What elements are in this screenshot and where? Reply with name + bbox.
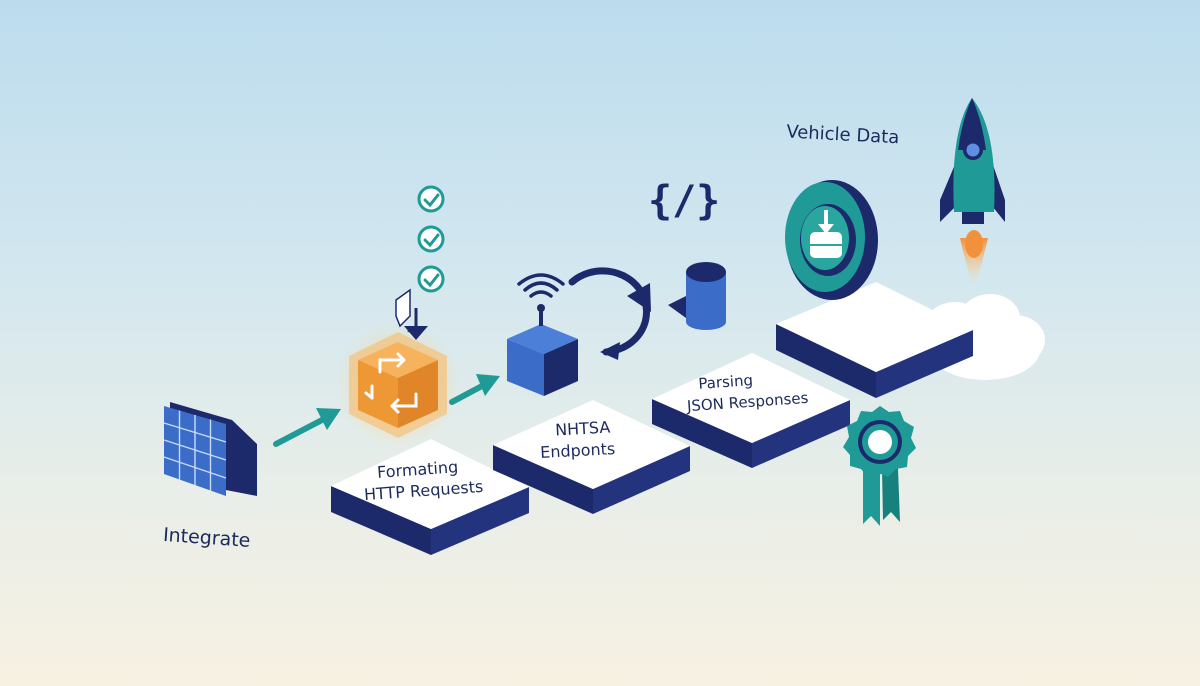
package-box-icon bbox=[336, 323, 460, 447]
step-platform-4 bbox=[776, 282, 973, 398]
wifi-signal-icon bbox=[517, 273, 565, 298]
cylinder-icon bbox=[668, 262, 726, 330]
step-platform-1 bbox=[331, 439, 529, 555]
vehicle-data-label: Vehicle Data bbox=[786, 121, 900, 148]
database-download-icon bbox=[785, 180, 878, 300]
refresh-cycle-icon bbox=[568, 267, 651, 360]
step-2-label-line-2: Endponts bbox=[540, 439, 616, 462]
step-platform-3 bbox=[652, 353, 850, 468]
step-3-label-line-1: Parsing bbox=[698, 371, 754, 393]
solar-panel-icon bbox=[163, 402, 257, 496]
arrow-right-icon bbox=[273, 408, 341, 447]
step-platform-2 bbox=[493, 400, 690, 514]
cursor-pointer-icon bbox=[395, 288, 428, 340]
code-braces-icon: {/} bbox=[648, 178, 720, 224]
rocket-icon bbox=[940, 98, 1005, 288]
api-cube-icon bbox=[507, 304, 578, 396]
checkmark-icon bbox=[417, 185, 445, 293]
step-2-label-line-1: NHTSA bbox=[555, 418, 611, 440]
arrow-right-icon bbox=[449, 374, 500, 405]
award-ribbon-icon bbox=[843, 406, 916, 526]
integrate-label: Integrate bbox=[162, 524, 251, 552]
